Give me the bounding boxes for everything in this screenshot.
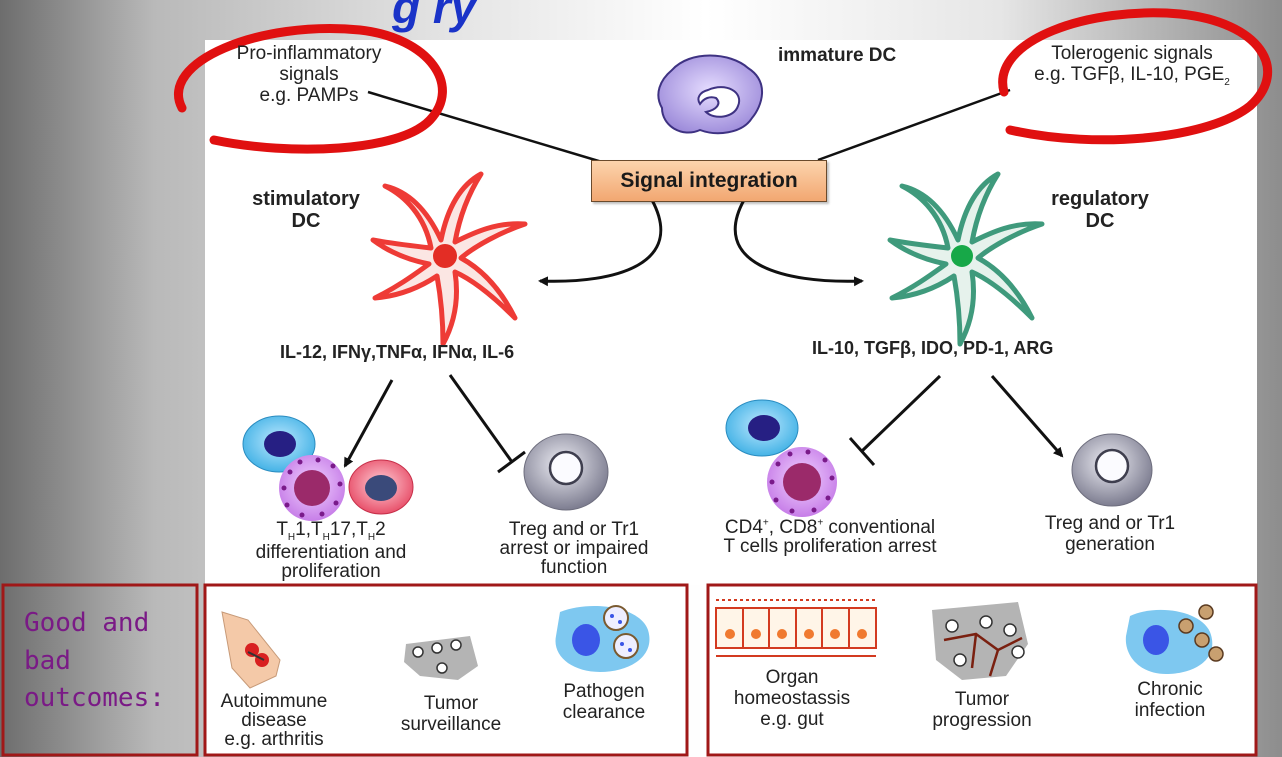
- cd-proliferation-arrest-label: CD4+, CD8+ conventional T cells prolifer…: [723, 517, 937, 557]
- gut-epithelium-icon: [715, 599, 877, 657]
- annotation-loop-right: [998, 8, 1273, 145]
- treg-generation-label: Treg and or Tr1 generation: [1044, 513, 1176, 555]
- stimulatory-dc-cell: [370, 171, 528, 347]
- stimulatory-dc-label: stimulatory DC: [252, 188, 360, 232]
- regulatory-cytokines: IL-10, TGFβ, IDO, PD-1, ARG: [812, 338, 1054, 358]
- inhibit-stimulatory-to-treg: [448, 374, 514, 463]
- arrow-to-regulatory: [733, 199, 864, 287]
- immature-dc-label: immature DC: [778, 45, 897, 66]
- outcome-tumor-progression: Tumor progression: [932, 689, 1032, 731]
- treg-cell-left: [523, 433, 609, 511]
- inhibit-bar-right: [848, 437, 876, 466]
- th-cells: [242, 415, 414, 521]
- cd-cells: [725, 399, 837, 517]
- outcome-tumor-surveillance: Tumor surveillance: [400, 693, 502, 735]
- outcome-organ-homeostasis: Organ homeostassis e.g. gut: [733, 667, 851, 730]
- tolerogenic-label: Tolerogenic signals e.g. TGFβ, IL-10, PG…: [1034, 43, 1230, 88]
- outcomes-note: Good and bad outcomes:: [24, 608, 165, 714]
- stimulatory-cytokines: IL-12, IFNγ,TNFα, IFNα, IL-6: [280, 342, 515, 362]
- tumor-cells-icon: [404, 636, 478, 680]
- phagocyte-icon: [555, 605, 650, 672]
- infected-cell-icon: [1125, 604, 1224, 674]
- regulatory-dc-label: regulatory DC: [1051, 188, 1149, 232]
- note-box: [1, 583, 199, 757]
- outcome-pathogen-clearance: Pathogen clearance: [562, 681, 646, 723]
- connector-left: [367, 90, 603, 164]
- annotation-loop-left: [174, 24, 447, 154]
- inhibit-bar-left: [497, 450, 526, 474]
- outcome-autoimmune: Autoimmune disease e.g. arthritis: [220, 691, 328, 750]
- connector-right: [817, 88, 1011, 162]
- arrow-regulatory-to-treg: [990, 375, 1064, 458]
- tumor-progression-icon: [932, 602, 1028, 680]
- signal-integration-box: Signal integration: [591, 160, 827, 202]
- treg-cell-right: [1071, 433, 1153, 507]
- joint-icon: [221, 611, 281, 689]
- inhibit-regulatory-to-cd: [860, 374, 942, 453]
- outcome-chronic-infection: Chronic infection: [1134, 679, 1206, 721]
- partial-title: g ry: [392, 0, 477, 33]
- treg-arrest-label: Treg and or Tr1 arrest or impaired funct…: [499, 519, 649, 578]
- arrow-to-stimulatory: [538, 199, 663, 287]
- arrow-stimulatory-to-th: [343, 379, 394, 468]
- immature-dc-cell: [657, 54, 764, 135]
- regulatory-dc-cell: [887, 171, 1045, 347]
- pro-inflammatory-label: Pro-inflammatory signals e.g. PAMPs: [236, 43, 382, 106]
- th-differentiation-label: TH1,TH17,TH2 differentiation and prolife…: [255, 519, 407, 582]
